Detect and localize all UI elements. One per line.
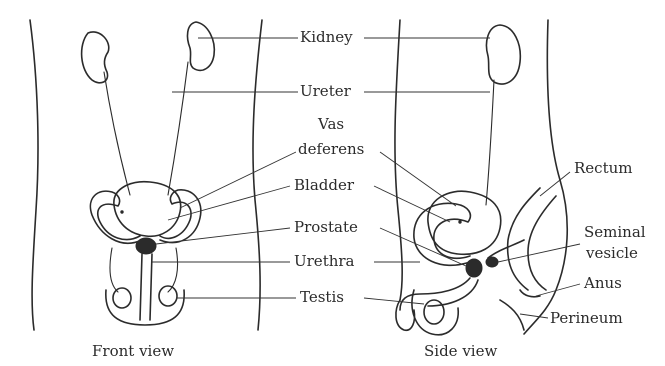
label-seminal-vesicle-line1: Seminal (582, 224, 648, 241)
label-rectum: Rectum (572, 160, 634, 177)
side-seminal-gland (486, 257, 498, 267)
side-bladder (428, 191, 501, 254)
front-right-testis (159, 286, 177, 306)
caption-front-view: Front view (92, 342, 174, 360)
front-view-figure (30, 20, 262, 330)
caption-side-view: Side view (424, 342, 497, 360)
front-prostate (136, 238, 156, 254)
front-spermatic-cord-left (110, 248, 118, 292)
front-right-ureter (168, 62, 188, 195)
side-view-figure (395, 20, 567, 335)
front-bladder (114, 182, 181, 237)
side-ureter (486, 80, 494, 205)
leader-rectum (540, 172, 570, 196)
side-perineum (500, 300, 524, 330)
leader-vas-side (380, 152, 456, 206)
side-rectum (508, 188, 540, 290)
front-urethra (140, 254, 152, 320)
front-left-ureter (104, 72, 130, 195)
side-rectum-inner (528, 196, 556, 290)
label-testis: Testis (298, 289, 346, 306)
side-scrotum (412, 290, 458, 335)
label-bladder: Bladder (292, 177, 356, 194)
front-bladder-mark (121, 211, 123, 213)
side-front-contour (395, 20, 402, 300)
side-testis (424, 300, 444, 324)
label-prostate: Prostate (292, 219, 360, 236)
front-right-kidney (188, 22, 215, 70)
side-kidney (487, 25, 521, 84)
leader-vas (180, 152, 296, 208)
leader-prostate-side (380, 228, 466, 266)
label-urethra: Urethra (292, 253, 357, 270)
label-vas-deferens-line2: deferens (296, 141, 366, 158)
label-ureter: Ureter (298, 83, 353, 100)
side-prostate (466, 259, 482, 277)
label-seminal-vesicle-line2: vesicle (584, 245, 640, 262)
front-body-left-contour (30, 20, 38, 330)
front-left-testis (113, 288, 131, 308)
label-anus: Anus (582, 275, 624, 292)
label-kidney: Kidney (298, 29, 355, 46)
label-perineum: Perineum (548, 310, 625, 327)
leader-perineum (520, 314, 548, 318)
label-vas-deferens-line1: Vas (316, 116, 346, 133)
front-body-center-contour (253, 20, 262, 330)
side-bladder-mark (459, 221, 461, 223)
front-left-vas-loop (90, 191, 142, 243)
side-vas-loop (414, 203, 470, 265)
leader-testis-side (364, 298, 424, 304)
side-back-contour (524, 20, 567, 334)
